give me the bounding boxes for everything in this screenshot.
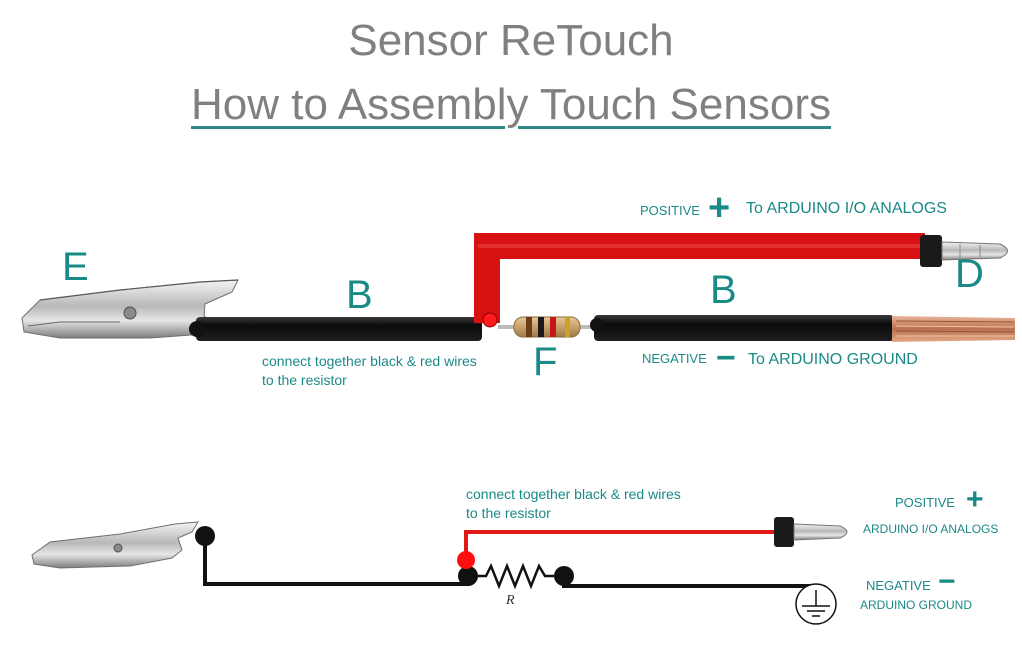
red-wire bbox=[474, 233, 925, 323]
black-wire-left bbox=[196, 317, 482, 341]
label-f: F bbox=[533, 340, 558, 384]
bottom-negative-target: ARDUINO GROUND bbox=[860, 598, 973, 612]
top-positive-word: POSITIVE bbox=[640, 203, 700, 218]
wire-end-dot bbox=[189, 321, 205, 337]
title: Sensor ReTouch bbox=[348, 16, 674, 65]
wire-end-dot-right bbox=[590, 318, 604, 332]
bottom-note-line1: connect together black & red wires bbox=[466, 486, 681, 502]
minus-icon: − bbox=[716, 339, 736, 377]
bottom-note: connect together black & red wires to th… bbox=[466, 485, 681, 523]
subtitle: How to Assembly Touch Sensors bbox=[0, 80, 1022, 130]
bottom-negative-word: NEGATIVE bbox=[866, 578, 931, 593]
alligator-clip-bottom bbox=[31, 521, 199, 569]
red-junction-dot bbox=[482, 312, 498, 328]
top-positive-target: To ARDUINO I/O ANALOGS bbox=[746, 200, 947, 217]
resistor-symbol bbox=[468, 562, 564, 590]
label-b-right: B bbox=[710, 268, 737, 312]
plus-icon: + bbox=[966, 483, 984, 516]
resistor-top bbox=[498, 316, 600, 338]
copper-strands bbox=[892, 316, 1015, 342]
bottom-positive-word: POSITIVE bbox=[895, 495, 955, 510]
black-wire-right bbox=[594, 315, 894, 341]
top-negative-word: NEGATIVE bbox=[642, 351, 707, 366]
node-dot-red bbox=[457, 551, 475, 569]
plus-icon: + bbox=[708, 187, 731, 229]
node-dot bbox=[195, 526, 215, 546]
ground-symbol bbox=[795, 583, 837, 625]
subtitle-text: How to Assembly Touch Sensors bbox=[191, 80, 831, 129]
top-note-line2: to the resistor bbox=[262, 372, 347, 388]
minus-icon: − bbox=[938, 565, 956, 598]
label-d: D bbox=[955, 252, 984, 296]
bottom-note-line2: to the resistor bbox=[466, 505, 551, 521]
top-note: connect together black & red wires to th… bbox=[262, 352, 477, 390]
bottom-positive-target: ARDUINO I/O ANALOGS bbox=[863, 522, 999, 536]
alligator-clip-top bbox=[21, 279, 239, 339]
schematic-red-wire bbox=[464, 530, 776, 560]
label-e: E bbox=[62, 245, 89, 289]
top-note-line1: connect together black & red wires bbox=[262, 353, 477, 369]
schematic-black-wire bbox=[203, 536, 818, 592]
banana-plug-bottom bbox=[774, 517, 848, 547]
top-negative-target: To ARDUINO GROUND bbox=[748, 351, 918, 368]
label-b-left: B bbox=[346, 273, 373, 317]
resistor-label: R bbox=[506, 593, 515, 608]
banana-plug-top bbox=[920, 235, 1008, 267]
